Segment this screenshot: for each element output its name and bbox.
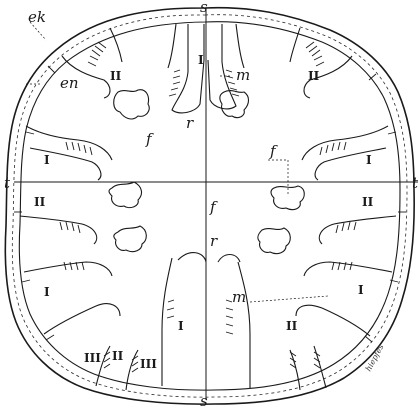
septum-label-top-right: II (308, 69, 320, 83)
label-ek: ek (28, 8, 46, 26)
septum-label-center-right: II (362, 195, 374, 209)
septum-label-bottom-left-iii: III (84, 351, 101, 365)
septum-label-low-left: I (44, 285, 50, 299)
septum-label-bottom-left-iii-2: III (140, 357, 157, 371)
septum-label-top-left: II (110, 69, 122, 83)
mesenterial-filament-ul (114, 90, 150, 119)
pharynx-upper-septum (172, 24, 236, 113)
label-en: en (60, 74, 79, 92)
mesenterial-filament-lr (258, 228, 290, 254)
muscle-banner-hatching (60, 42, 356, 372)
septum-label-low-right: I (358, 283, 364, 297)
septum-label-center-left: II (34, 195, 46, 209)
septum-label-mid-right: I (366, 153, 372, 167)
label-s-bottom: s (200, 392, 208, 408)
label-m-lower: m (232, 288, 246, 306)
label-f-center: f (209, 198, 218, 216)
label-m-upper: m (236, 66, 250, 84)
label-f-left: f (145, 130, 154, 148)
septum-label-mid-left: I (44, 153, 50, 167)
septum-label-bottom-right: II (286, 319, 298, 333)
mesenterial-filament-ll (114, 226, 146, 252)
label-f-right: f (269, 142, 278, 160)
septum-label-top-center: I (198, 53, 204, 67)
label-t-right: t (412, 174, 419, 192)
leader-m-lower (250, 296, 328, 302)
septum-label-bottom-center: I (178, 319, 184, 333)
label-s-top: s (200, 0, 208, 16)
label-r-lower: r (210, 232, 218, 250)
label-r-upper: r (186, 114, 194, 132)
septum-label-bottom-left-ii: II (112, 349, 124, 363)
mesenterial-filament-r (271, 186, 304, 210)
mesenterial-filament-l (109, 182, 141, 208)
label-t-left: t (4, 174, 11, 192)
